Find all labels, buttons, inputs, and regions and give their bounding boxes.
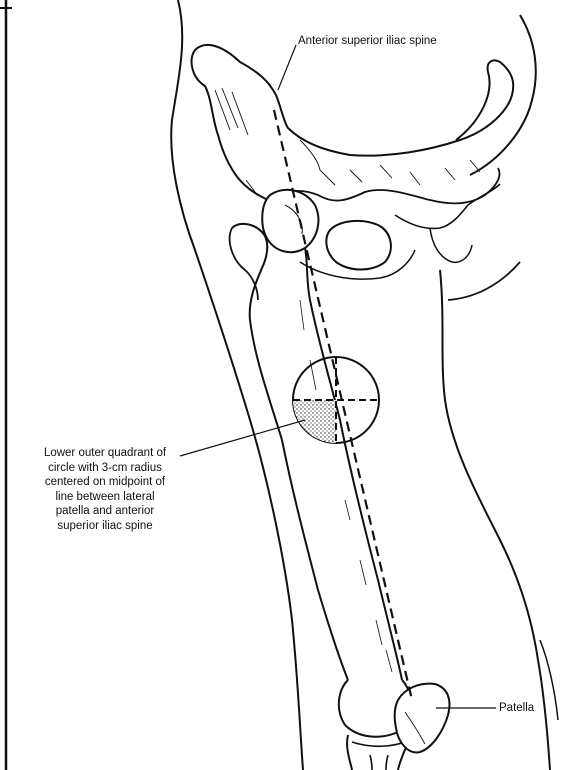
quadrant-label-line-2: circle with 3-cm radius xyxy=(16,461,194,476)
fibula xyxy=(370,755,388,770)
groin-contour xyxy=(448,262,520,300)
patella-label: Patella xyxy=(499,701,534,716)
femur-lateral-border xyxy=(232,224,282,440)
femoral-head xyxy=(262,190,318,252)
thigh-inner-contour xyxy=(440,270,550,770)
obturator-foramen xyxy=(326,221,391,270)
quadrant-label-line-4: line between lateral xyxy=(16,490,194,505)
iliac-crest xyxy=(195,45,513,156)
quadrant-label: Lower outer quadrant of circle with 3-cm… xyxy=(16,446,194,533)
asis-label: Anterior superior iliac spine xyxy=(298,34,437,49)
medial-knee-contour xyxy=(540,640,558,720)
pubic-ramus xyxy=(395,184,500,228)
femur-medial-border xyxy=(305,248,402,680)
quadrant-label-line-5: patella and anterior xyxy=(16,504,194,519)
quadrant-label-line-6: superior iliac spine xyxy=(16,519,194,534)
tibia-lateral xyxy=(347,735,352,770)
patella xyxy=(395,684,450,753)
quadrant-label-line-3: centered on midpoint of xyxy=(16,475,194,490)
quadrant-leader-line xyxy=(180,420,305,456)
femur-shaft-lateral xyxy=(282,440,348,680)
femur-shading xyxy=(300,300,392,672)
quadrant-label-line-1: Lower outer quadrant of xyxy=(16,446,194,461)
pubic-symphysis xyxy=(430,228,472,262)
